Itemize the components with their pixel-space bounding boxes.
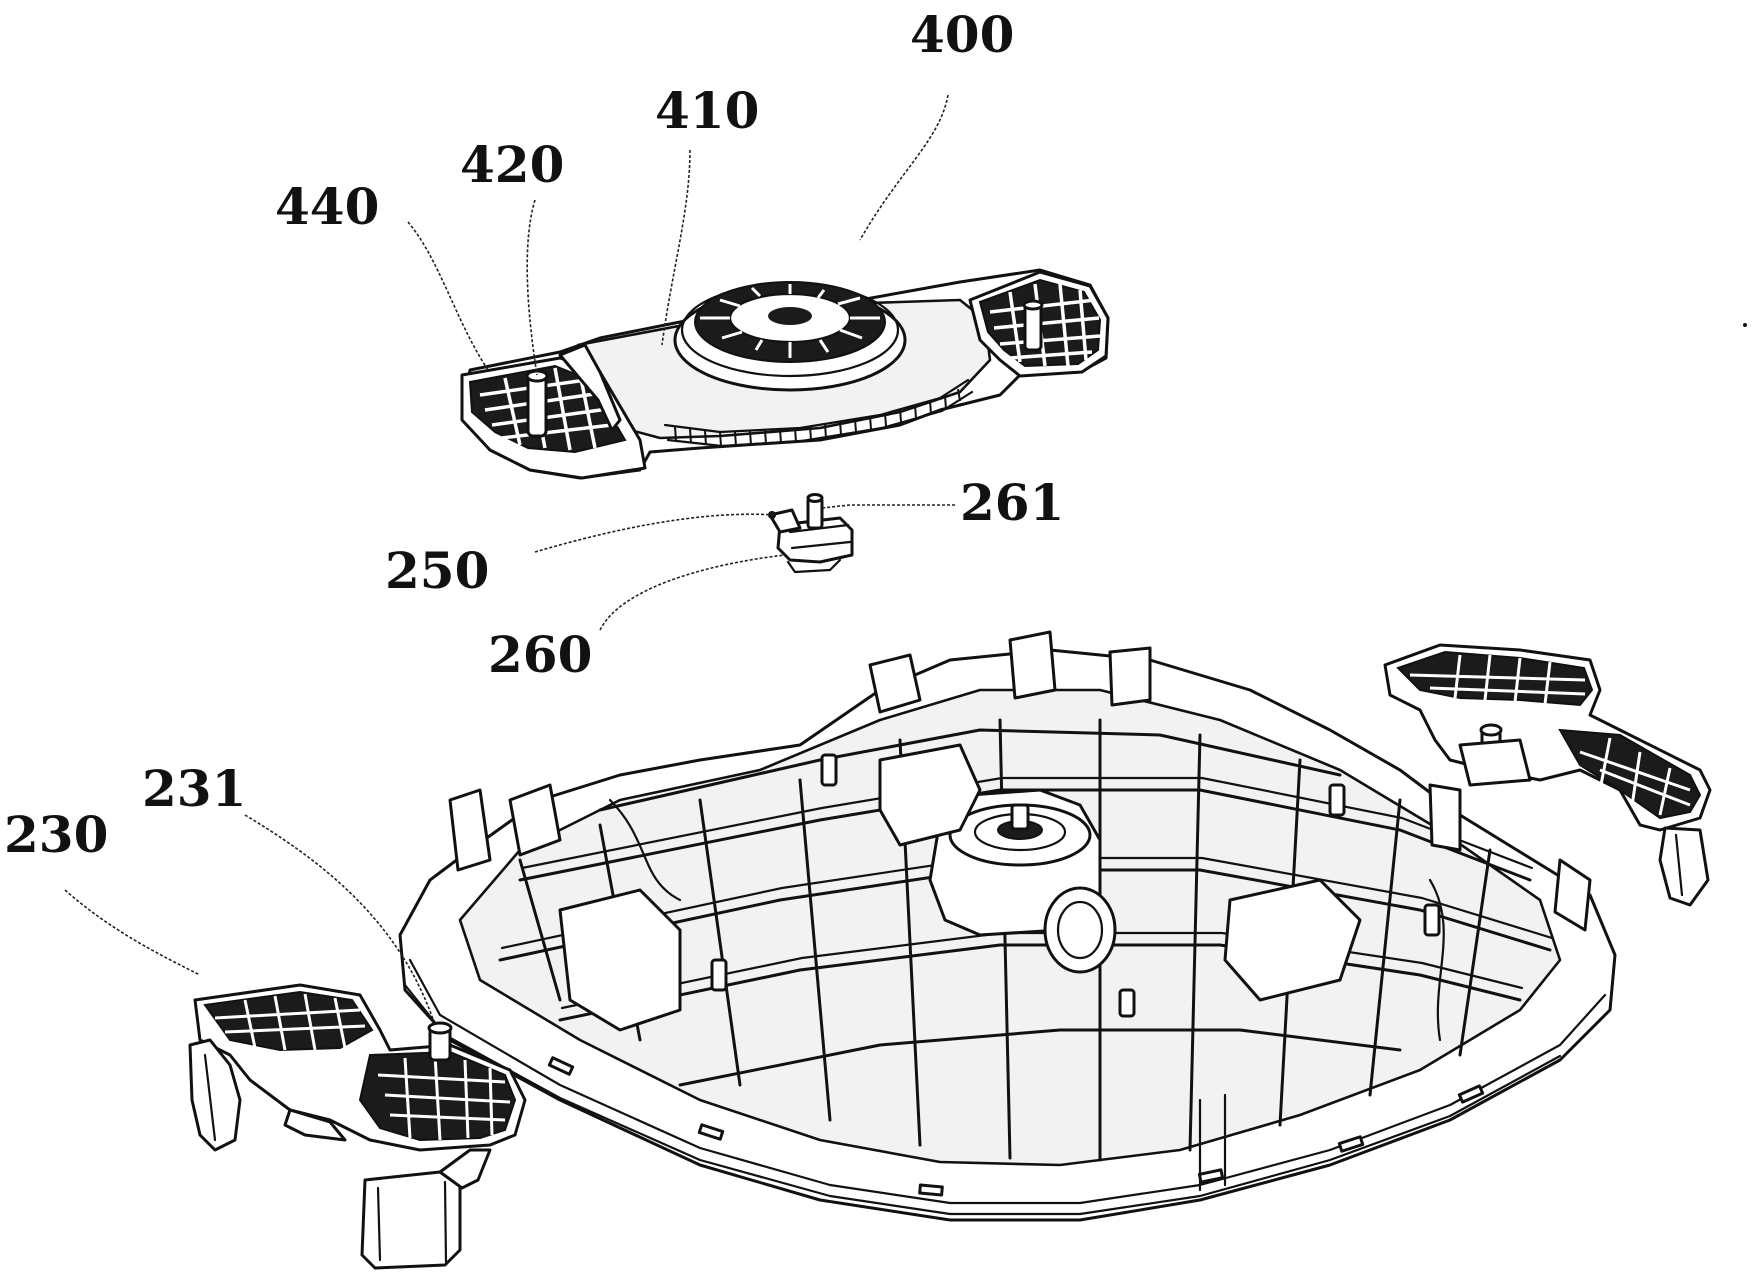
label-261: 261	[960, 473, 1064, 532]
leader-440	[407, 221, 489, 371]
leader-231	[244, 814, 436, 1026]
base-chassis	[398, 630, 1617, 1222]
label-250: 250	[385, 541, 489, 600]
rim-slots	[547, 1056, 1485, 1197]
leader-400	[859, 94, 949, 241]
switch-lever-260	[768, 508, 802, 534]
leader-261	[821, 504, 955, 509]
right-pedal-grid	[1409, 654, 1691, 816]
leader-410	[661, 149, 691, 346]
leader-250	[534, 513, 776, 553]
component-400-plate-assembly	[460, 268, 1110, 480]
left-pedal-grid	[214, 993, 511, 1141]
base-pegs	[710, 753, 1441, 1018]
central-hub	[928, 788, 1117, 974]
label-230: 230	[4, 805, 108, 864]
label-400: 400	[910, 5, 1014, 64]
reference-numerals: 400 410 420 440 261 250 260 231 230	[4, 5, 1064, 864]
label-260: 260	[488, 625, 592, 684]
right-pedal	[1383, 643, 1712, 907]
label-420: 420	[460, 135, 564, 194]
gear-teeth	[674, 388, 961, 447]
micro-switch-250	[768, 493, 854, 574]
label-440: 440	[275, 177, 379, 236]
label-410: 410	[655, 81, 759, 140]
leader-260	[599, 554, 786, 631]
leader-420	[526, 199, 538, 376]
leader-230	[64, 889, 201, 976]
label-231: 231	[142, 759, 246, 818]
grille-spokes	[700, 284, 880, 358]
left-pedal-230	[188, 983, 527, 1270]
leader-lines	[64, 94, 1747, 1026]
